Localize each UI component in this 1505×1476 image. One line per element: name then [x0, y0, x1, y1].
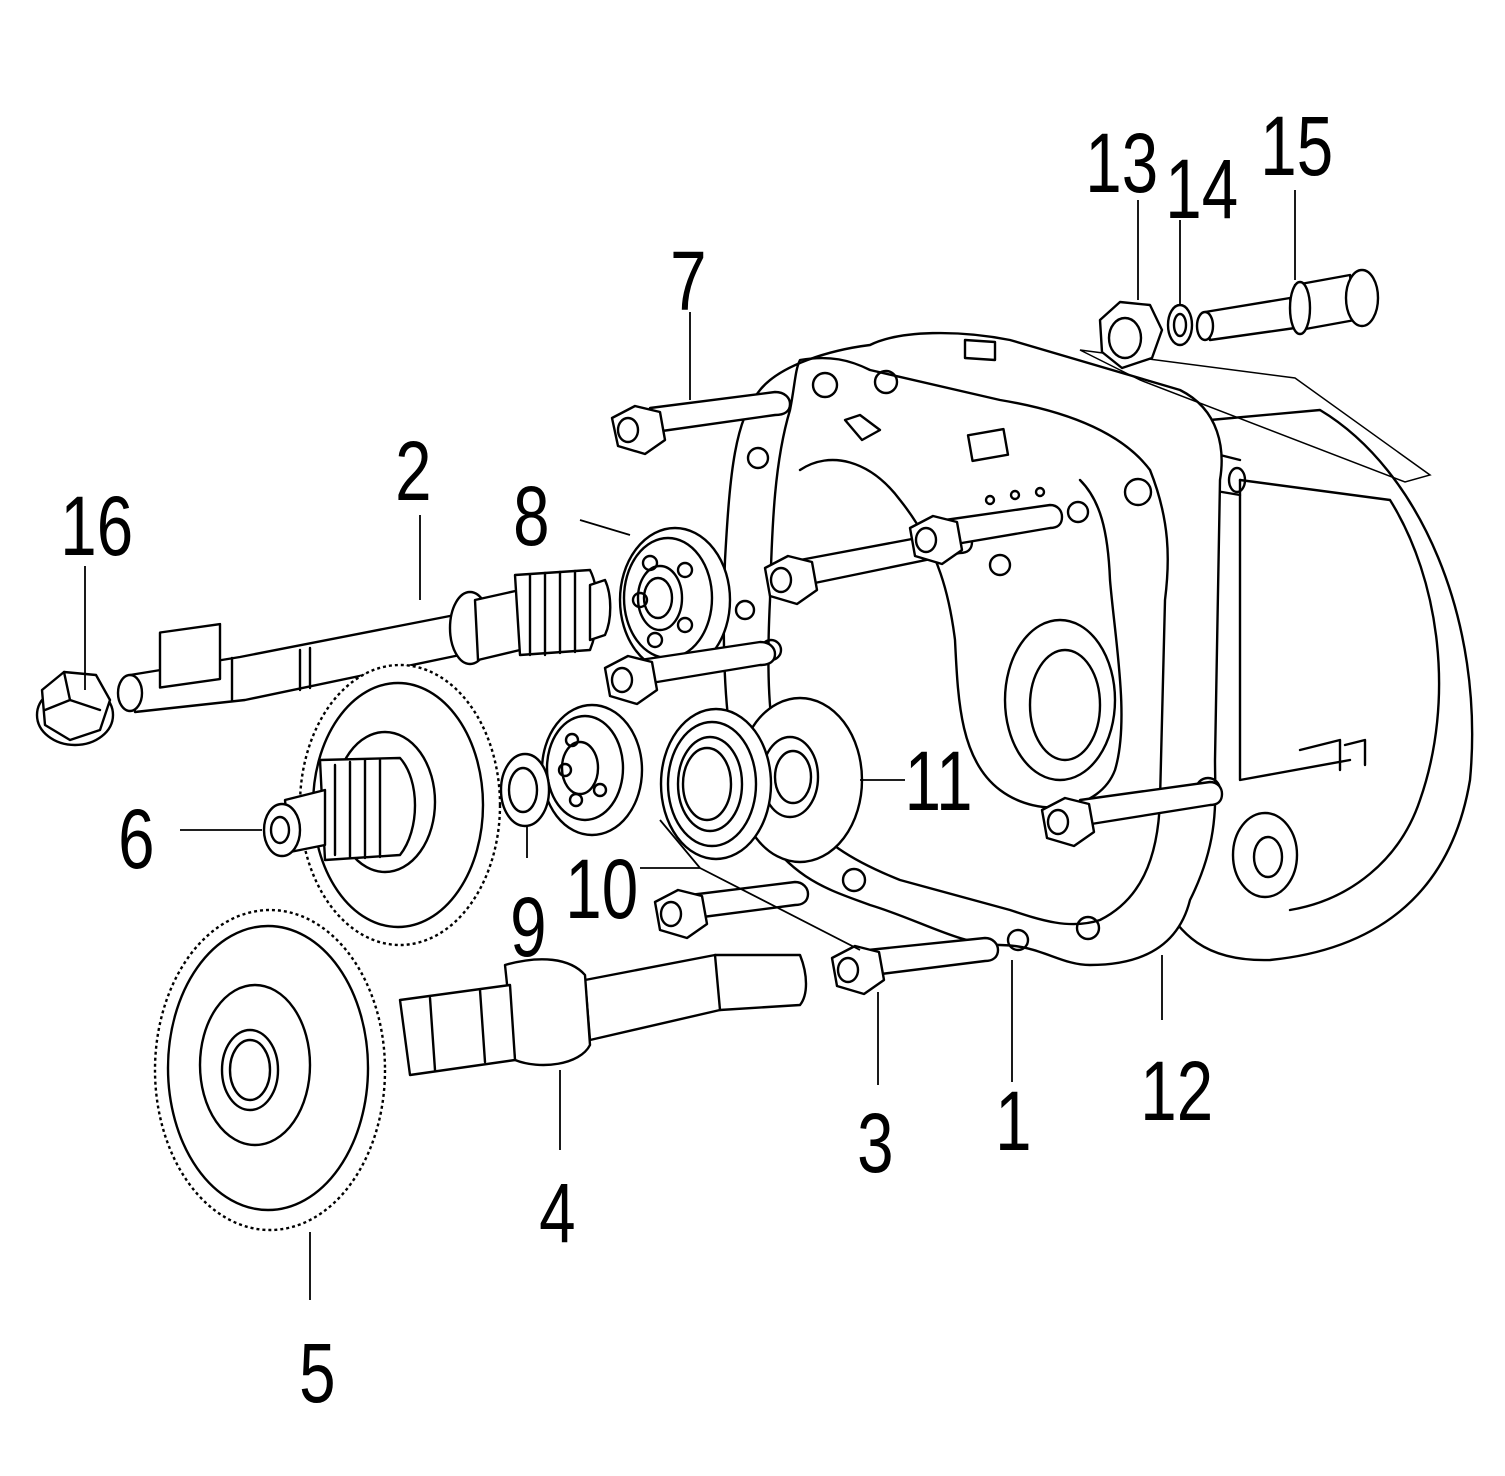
callout-16: 16 [60, 479, 133, 573]
callout-14: 14 [1165, 142, 1238, 236]
callout-9: 9 [510, 880, 546, 974]
part-6-gear [262, 663, 502, 947]
part-10-bearing [659, 707, 773, 861]
callout-1: 1 [995, 1074, 1031, 1168]
callout-5: 5 [299, 1326, 335, 1420]
callout-8: 8 [513, 469, 549, 563]
callout-11: 11 [905, 734, 973, 828]
part-14-washer [1166, 303, 1194, 347]
callout-4: 4 [539, 1166, 575, 1260]
leader-lines [84, 190, 1296, 1300]
part-15-bolt [1195, 268, 1380, 342]
part-13-nut [1098, 300, 1164, 370]
part-16-nut [35, 670, 115, 747]
callout-labels: 1 2 3 4 5 6 7 8 9 10 11 12 13 14 15 16 [60, 99, 1333, 1420]
callout-12: 12 [1140, 1044, 1213, 1138]
callout-3: 3 [857, 1096, 893, 1190]
part-3-bolts [653, 880, 1000, 996]
callout-7: 7 [670, 234, 706, 328]
part-2-shaft [116, 568, 612, 714]
part-4-5-output-shaft-gear [153, 908, 808, 1232]
part-1-gasket-case [722, 331, 1223, 967]
callout-2: 2 [395, 424, 431, 518]
callout-6: 6 [118, 792, 154, 886]
callout-15: 15 [1260, 99, 1333, 193]
part-12-housing [1138, 408, 1474, 962]
part-7-bolts [603, 390, 1224, 848]
callout-10: 10 [565, 842, 638, 936]
part-9-bearing-washer [499, 703, 644, 837]
callout-13: 13 [1085, 116, 1158, 210]
